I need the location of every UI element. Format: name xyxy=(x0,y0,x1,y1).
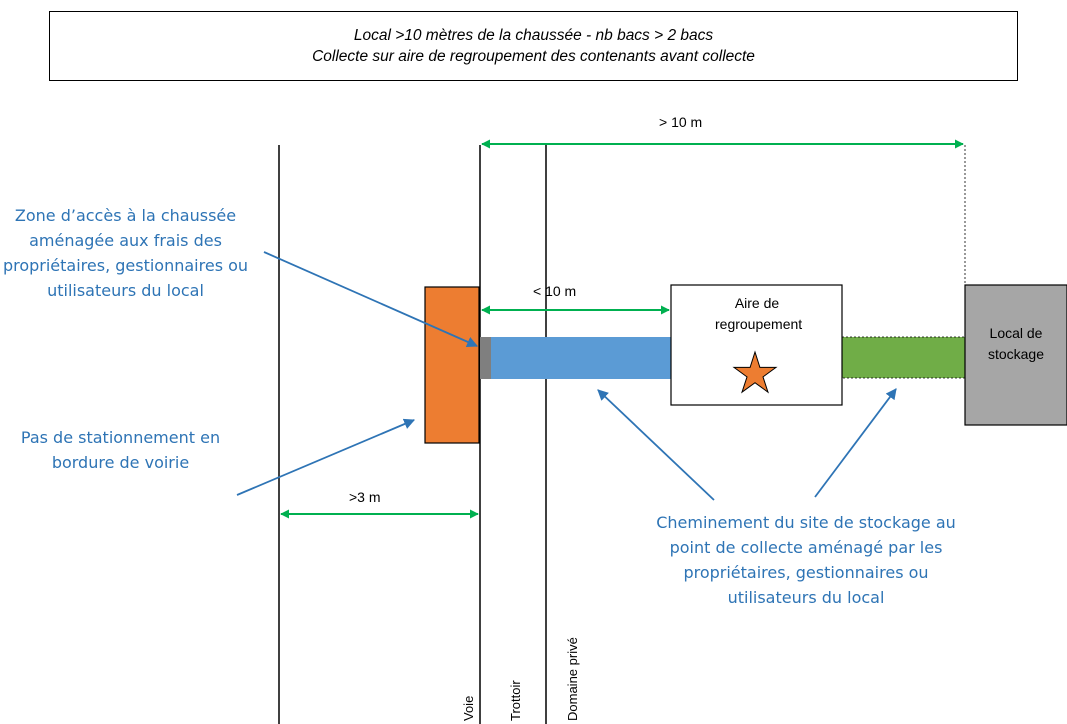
aire-regroupement-label: Aire de regroupement xyxy=(715,295,803,332)
title-line-2: Collecte sur aire de regroupement des co… xyxy=(312,48,755,65)
dimension-label-bottom: >3 m xyxy=(349,489,381,505)
aire-regroupement-box xyxy=(670,284,843,406)
walkway-blue xyxy=(489,337,671,379)
parking-zone xyxy=(424,286,480,444)
diagram-title-box: Local >10 mètres de la chaussée - nb bac… xyxy=(49,11,1018,81)
pointer-arrow-zone-acces xyxy=(263,251,479,348)
note-stationnement: Pas de stationnement en bordure de voiri… xyxy=(20,428,221,472)
title-line-1: Local >10 mètres de la chaussée - nb bac… xyxy=(353,27,714,44)
dimension-label-top: > 10 m xyxy=(659,114,703,130)
dimension-label-middle: < 10 m xyxy=(533,283,577,299)
lane-label-voie: Voie xyxy=(461,695,476,721)
lane-label-domaine-prive: Domaine privé xyxy=(565,637,580,721)
walkway-green xyxy=(841,336,966,379)
local-stockage-label: Local de stockage xyxy=(987,325,1045,362)
pointer-arrow-cheminement-right xyxy=(814,388,897,498)
star-icon xyxy=(732,350,778,394)
pointer-arrow-cheminement-left xyxy=(597,389,715,501)
lane-label-trottoir: Trottoir xyxy=(508,680,523,721)
pointer-arrow-stationnement xyxy=(236,418,416,496)
access-zone xyxy=(480,337,491,379)
note-cheminement: Cheminement du site de stockage au point… xyxy=(656,513,956,607)
local-stockage-box xyxy=(964,284,1067,426)
note-zone-acces: Zone d’accès à la chaussée aménagée aux … xyxy=(2,206,249,300)
